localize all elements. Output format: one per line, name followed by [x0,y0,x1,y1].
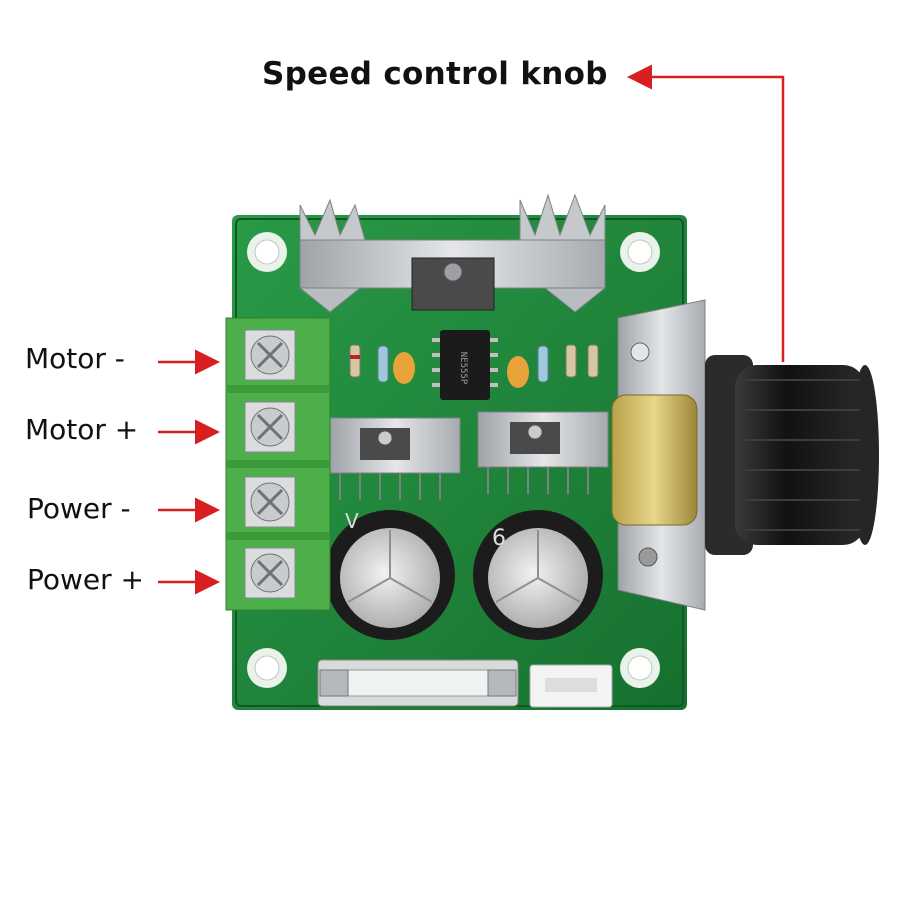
arrow-speed-knob [627,64,785,362]
mounting-holes [247,232,660,688]
power-minus-label: Power - [27,492,131,525]
terminal-screw-power-plus [244,547,296,599]
terminal-block [225,317,331,611]
potentiometer [611,299,706,611]
cap-right-marking: 6 [492,526,506,551]
electrolytic-capacitors: V 6 [325,509,603,640]
motor-plus-label: Motor + [25,413,139,446]
fuse [317,659,519,707]
top-heatsink [298,193,607,313]
speed-control-knob-label: Speed control knob [262,56,608,92]
terminal-screw-motor-plus [244,401,296,453]
small-components [349,344,599,388]
jst-connector [529,664,613,708]
terminal-screw-power-minus [244,476,296,528]
power-plus-label: Power + [27,563,145,596]
ic-chip: NE555P [432,330,498,400]
terminal-screw-motor-minus [244,329,296,381]
annotation-arrows [158,64,785,595]
motor-minus-label: Motor - [25,342,125,375]
speed-control-knob [705,355,879,555]
middle-heatsinks [329,411,609,500]
ic-marking: NE555P [458,352,468,385]
cap-left-marking: V [345,509,359,533]
